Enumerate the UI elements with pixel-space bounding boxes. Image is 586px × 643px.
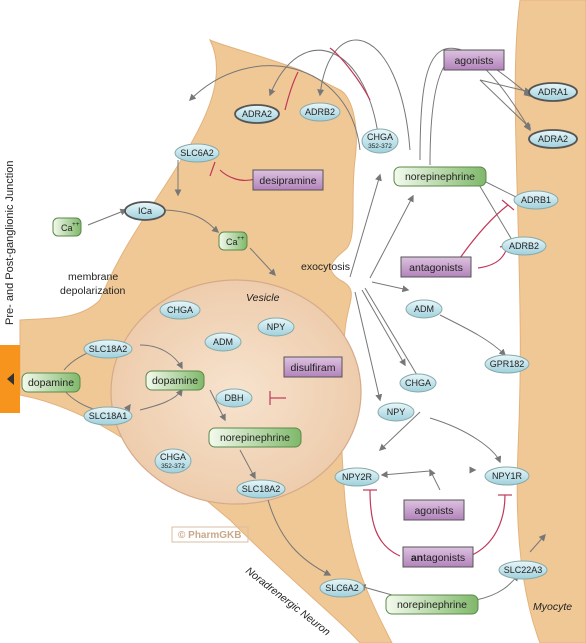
collapse-arrow-icon[interactable] (7, 373, 14, 385)
norepinephrine-top-label: norepinephrine (405, 171, 475, 183)
exocytosis-label: exocytosis (301, 261, 350, 273)
antagonists-bottom-label: antagonists (411, 552, 465, 564)
antagonists-top-node[interactable] (400, 256, 472, 278)
adrb1-node[interactable] (513, 190, 559, 210)
adra1-node[interactable] (528, 82, 578, 102)
slc6a2-bottom-node[interactable] (319, 578, 365, 598)
gpr182-node[interactable] (484, 354, 530, 374)
chga-352-top-node[interactable] (361, 128, 399, 154)
adm-vesicle-label: ADM (213, 337, 233, 347)
ca-out-label: Ca (61, 223, 73, 233)
ca-in-label: Ca (226, 237, 238, 247)
depolarization-label: depolarization (60, 285, 126, 297)
adra1-label: ADRA1 (538, 87, 568, 97)
npy-vesicle-node[interactable] (257, 317, 295, 337)
norepinephrine-bottom-label: norepinephrine (397, 599, 467, 611)
ca-in-sup: ++ (237, 235, 245, 242)
ca-out-node[interactable] (52, 217, 82, 237)
slc18a1-node[interactable] (83, 406, 133, 426)
chga-352-top-sub: 352-372 (368, 143, 392, 150)
dopamine-vesicle-node[interactable] (145, 370, 205, 391)
disulfiram-node[interactable] (283, 356, 343, 378)
slc18a2-a-node[interactable] (83, 339, 133, 359)
chga-vesicle-node[interactable] (159, 300, 201, 320)
adrb2-myo-node[interactable] (501, 236, 547, 256)
ica-label: ICa (138, 206, 152, 216)
disulfiram-label: disulfiram (291, 362, 336, 374)
chga-352-vesicle-sub: 352-372 (161, 463, 185, 470)
dbh-label: DBH (224, 393, 243, 403)
chem-nodes: Ca ++ Ca ++ dopamine dopamine norepineph… (21, 166, 487, 615)
ca-in-node[interactable] (218, 231, 248, 251)
adra2-myo-node[interactable] (528, 129, 578, 149)
arrows (63, 39, 546, 601)
adrb2-neuron-label: ADRB2 (305, 107, 335, 117)
npy2r-node[interactable] (334, 467, 380, 487)
chga-cleft-label: CHGA (405, 378, 431, 388)
adrb1-label: ADRB1 (521, 195, 551, 205)
slc6a2-top-node[interactable] (174, 143, 220, 163)
chga-352-vesicle-node[interactable] (154, 448, 192, 474)
npy1r-label: NPY1R (492, 471, 523, 481)
norepinephrine-vesicle-node[interactable] (208, 427, 302, 448)
npy-cleft-node[interactable] (377, 402, 415, 422)
slc18a1-label: SLC18A1 (89, 411, 128, 421)
chga-vesicle-label: CHGA (167, 305, 193, 315)
slc18a2-b-label: SLC18A2 (242, 484, 281, 494)
watermark: © PharmGKB (178, 530, 242, 541)
npy2r-label: NPY2R (342, 472, 373, 482)
npy1r-node[interactable] (484, 466, 530, 486)
vesicle-label: Vesicle (246, 292, 280, 304)
norepinephrine-vesicle-label: norepinephrine (220, 432, 290, 444)
adm-cleft-node[interactable] (405, 299, 443, 319)
gpr182-label: GPR182 (490, 359, 525, 369)
gene-nodes: ADRA2 ADRB2 SLC6A2 ICa CHGA 352-372 CHGA… (83, 82, 578, 598)
antagonists-top-label: antagonists (409, 262, 463, 274)
ica-node[interactable] (124, 201, 166, 221)
myocyte-body (514, 0, 586, 643)
dopamine-left-label: dopamine (28, 377, 74, 389)
adm-cleft-label: ADM (414, 304, 434, 314)
adra2-myo-label: ADRA2 (538, 134, 568, 144)
chga-cleft-node[interactable] (399, 373, 437, 393)
adra2-neuron-node[interactable] (234, 104, 280, 124)
slc22a3-label: SLC22A3 (504, 565, 543, 575)
dopamine-vesicle-label: dopamine (152, 375, 198, 387)
adm-vesicle-node[interactable] (204, 332, 242, 352)
side-title: Pre- and Post-ganglionic Junction (4, 161, 16, 325)
dopamine-left-node[interactable] (21, 372, 81, 393)
slc18a2-b-node[interactable] (236, 479, 286, 499)
adrb2-myo-label: ADRB2 (509, 241, 539, 251)
slc6a2-bottom-label: SLC6A2 (325, 583, 359, 593)
chga-352-top-label: CHGA (367, 132, 393, 142)
adrb2-neuron-node[interactable] (299, 102, 341, 122)
agonists-bottom-node[interactable] (403, 499, 465, 521)
slc22a3-node[interactable] (498, 560, 548, 580)
chga-352-vesicle-label: CHGA (160, 452, 186, 462)
myocyte-label: Myocyte (533, 601, 572, 613)
drug-nodes: desipramine disulfiram agonists antagoni… (252, 49, 505, 568)
slc6a2-top-label: SLC6A2 (180, 148, 214, 158)
npy-vesicle-label: NPY (267, 322, 286, 332)
dbh-node[interactable] (215, 388, 253, 408)
antagonists-bottom-node[interactable] (402, 546, 474, 568)
watermark-box (171, 526, 249, 543)
agonists-bottom-label: agonists (414, 505, 453, 517)
norepinephrine-bottom-node[interactable] (385, 594, 479, 615)
membrane-label: membrane (68, 271, 118, 283)
norepinephrine-top-node[interactable] (393, 166, 487, 187)
npy-cleft-label: NPY (387, 407, 406, 417)
adra2-neuron-label: ADRA2 (242, 109, 272, 119)
desipramine-node[interactable] (252, 169, 324, 191)
slc18a2-a-label: SLC18A2 (89, 344, 128, 354)
ca-out-sup: ++ (72, 221, 80, 228)
desipramine-label: desipramine (259, 175, 316, 187)
agonists-top-node[interactable] (443, 49, 505, 71)
agonists-top-label: agonists (454, 55, 493, 67)
inhibit-lines (209, 47, 515, 557)
